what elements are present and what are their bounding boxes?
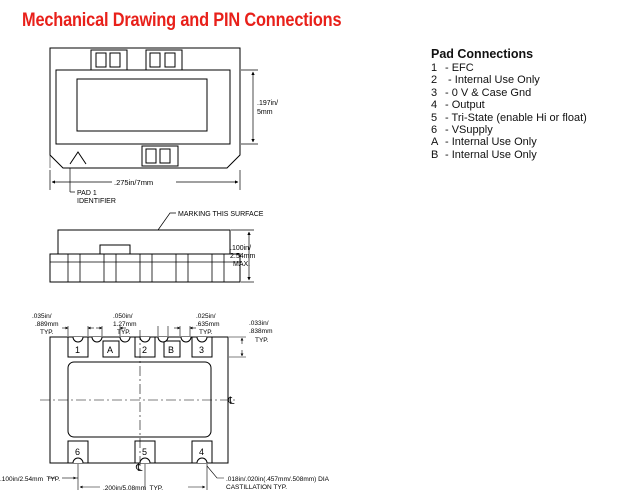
pad-desc: - VSupply (445, 124, 493, 137)
pad-row: B - Internal Use Only (431, 149, 616, 161)
pitch-left-dim: .100in/2.54mm TYP. (0, 476, 60, 483)
centerline-symbol-bottom: ℄ (135, 463, 143, 474)
pad-label-b: B (168, 345, 174, 355)
pad-connections-panel: Pad Connections 1 - EFC 2 - Internal Use … (431, 47, 616, 161)
pad-desc: - 0 V & Case Gnd (445, 86, 532, 99)
dim-mid-line3: TYP. (117, 329, 131, 336)
pad-label-2: 2 (142, 345, 147, 355)
dim-left-line1: .035in/ (32, 313, 52, 320)
centerline-symbol-right: ℄ (227, 396, 235, 407)
dim-mid-line1: .050in/ (113, 313, 133, 320)
side-view: MARKING THIS SURFACE .100in/ 2.54mm MAX. (49, 211, 264, 283)
pitch-bottom-dim: .200in/5.08mm TYP. (103, 485, 163, 492)
pad-a (102, 340, 120, 358)
pad-connections-heading: Pad Connections (431, 47, 534, 61)
marking-label: MARKING THIS SURFACE (178, 211, 264, 218)
dim-left-line3: TYP. (40, 329, 54, 336)
pad-desc: - Output (445, 99, 485, 112)
dim-left-line2: .889mm (35, 321, 58, 328)
dim-right-line2: .635mm (196, 321, 219, 328)
top-view-pads-lower (141, 145, 179, 167)
side-view-base (49, 253, 241, 283)
side-view-castellations (67, 254, 225, 282)
pad-label-a: A (107, 345, 113, 355)
pad-key: 5 (431, 111, 438, 124)
pad-desc: - Internal Use Only (445, 74, 540, 87)
pad-label-6: 6 (75, 447, 80, 457)
pad-row: 6 - VSupply (431, 124, 616, 136)
pad-row: A - Internal Use Only (431, 136, 616, 148)
top-view-outline (49, 47, 241, 169)
pad-label-3: 3 (199, 345, 204, 355)
pad1-label-line1: PAD 1 (77, 190, 97, 197)
pad-key: A (431, 136, 439, 149)
pad-key: 2 (431, 74, 438, 87)
pad-label-1: 1 (75, 345, 80, 355)
castillation-line1: .018in/.020in(.457mm/.508mm) DIA (226, 476, 330, 483)
side-view-tab (99, 244, 131, 255)
dim-right-line3: TYP. (199, 329, 213, 336)
dim-far-right-line1: .033in/ (249, 320, 269, 327)
side-height-dim-line1: .100in/ (230, 245, 251, 252)
dim-far-right-line2: .838mm (249, 328, 272, 335)
top-view-lid (55, 69, 231, 145)
dim-mid-line2: 1.27mm (113, 321, 136, 328)
bottom-pads-top (67, 336, 213, 358)
bottom-view: ℄ ℄ 1 A 2 B 3 (0, 313, 330, 492)
pad-connections-list: 1 - EFC 2 - Internal Use Only 3 - 0 V & Ca… (431, 62, 616, 161)
side-height-dim-line2: 2.54mm (230, 253, 255, 260)
pad-key: 1 (431, 62, 438, 74)
pad-row: 4 - Output (431, 99, 616, 111)
pad-row: 5 - Tri-State (enable Hi or float) (431, 112, 616, 124)
top-view: .197in/ 5mm .275in/7mm PAD 1 IDENTIFIER (49, 47, 278, 205)
pad-label-5: 5 (142, 447, 147, 457)
dim-far-right-line3: TYP. (255, 337, 269, 344)
page-title: Mechanical Drawing and PIN Connections (22, 10, 342, 31)
pad1-marker (69, 151, 87, 165)
top-height-dim-line1: .197in/ (257, 100, 278, 107)
pad1-label-line2: IDENTIFIER (77, 198, 116, 205)
bottom-view-cavity (67, 361, 212, 438)
side-view-lid (57, 229, 231, 255)
pad-desc: - Tri-State (enable Hi or float) (445, 111, 587, 124)
pad-row: 1 - EFC (431, 62, 616, 74)
pad-key: 6 (431, 124, 438, 137)
pad-key: 4 (431, 99, 438, 112)
top-dimension-lines (62, 326, 246, 358)
pad-row: 2 - Internal Use Only (431, 74, 616, 86)
bottom-pads-bottom (67, 440, 213, 464)
pad-b (163, 340, 181, 358)
top-width-dim: .275in/7mm (114, 178, 153, 187)
top-view-window (76, 78, 208, 132)
dim-right-line1: .025in/ (196, 313, 216, 320)
pad-row: 3 - 0 V & Case Gnd (431, 87, 616, 99)
pad-label-4: 4 (199, 447, 204, 457)
pad-key: 3 (431, 86, 438, 99)
pad-desc: - Internal Use Only (445, 148, 537, 161)
top-view-pads-upper (90, 49, 183, 71)
bottom-dimension-lines (48, 464, 224, 490)
top-height-dim-line2: 5mm (257, 109, 273, 116)
side-height-dim-line3: MAX. (233, 261, 250, 268)
pad-desc: - EFC (445, 62, 474, 74)
castillation-line2: CASTILLATION TYP. (226, 484, 287, 491)
pad-key: B (431, 148, 439, 161)
pad-desc: - Internal Use Only (445, 136, 537, 149)
